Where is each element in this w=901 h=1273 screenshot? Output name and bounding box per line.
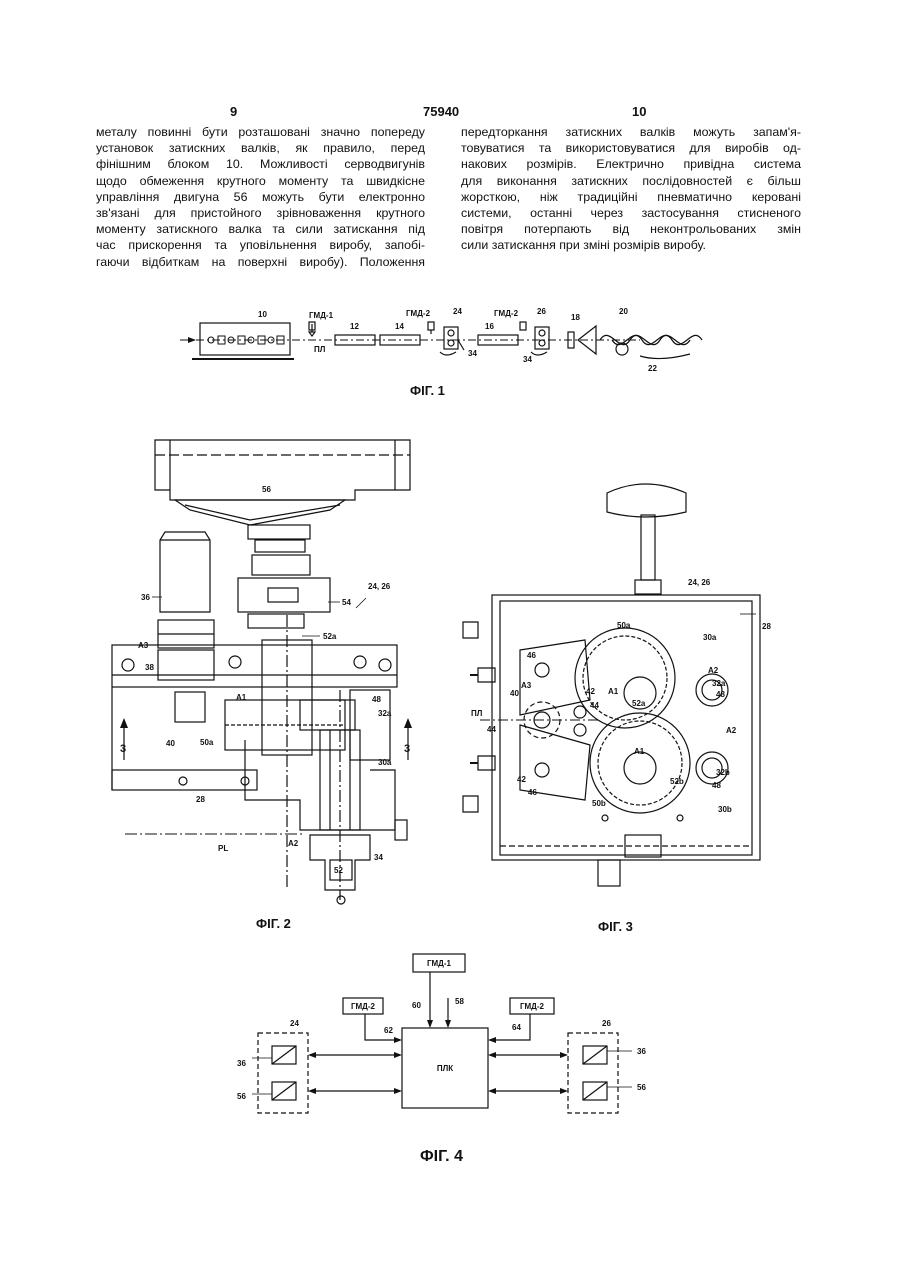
svg-text:32a: 32a xyxy=(378,709,392,718)
svg-text:22: 22 xyxy=(648,364,657,373)
svg-text:A2: A2 xyxy=(288,839,299,848)
fig2-drawing xyxy=(112,440,412,904)
svg-text:54: 54 xyxy=(342,598,351,607)
svg-text:ГМД-2: ГМД-2 xyxy=(406,309,431,318)
svg-text:42: 42 xyxy=(517,775,526,784)
fig2-caption: ФІГ. 2 xyxy=(256,916,291,931)
svg-text:14: 14 xyxy=(395,322,404,331)
svg-text:56: 56 xyxy=(637,1083,646,1092)
svg-text:ГМД-1: ГМД-1 xyxy=(309,311,334,320)
svg-text:36: 36 xyxy=(141,593,150,602)
svg-text:ПЛ: ПЛ xyxy=(471,709,483,718)
svg-text:24, 26: 24, 26 xyxy=(688,578,711,587)
svg-text:32b: 32b xyxy=(716,768,730,777)
svg-text:20: 20 xyxy=(619,307,628,316)
svg-text:30b: 30b xyxy=(718,805,732,814)
svg-text:28: 28 xyxy=(196,795,205,804)
svg-text:52: 52 xyxy=(334,866,343,875)
svg-text:26: 26 xyxy=(537,307,546,316)
svg-text:A2: A2 xyxy=(726,726,737,735)
svg-text:48: 48 xyxy=(712,781,721,790)
fig4-caption: ФІГ. 4 xyxy=(420,1148,463,1166)
svg-text:46: 46 xyxy=(528,788,537,797)
svg-text:ГМД-2: ГМД-2 xyxy=(494,309,519,318)
svg-text:A3: A3 xyxy=(138,641,149,650)
svg-text:24: 24 xyxy=(290,1019,299,1028)
svg-text:ГМД-2: ГМД-2 xyxy=(520,1002,545,1011)
svg-text:ПЛК: ПЛК xyxy=(437,1064,453,1073)
svg-text:34: 34 xyxy=(468,349,477,358)
svg-text:38: 38 xyxy=(145,663,154,672)
svg-text:56: 56 xyxy=(262,485,271,494)
svg-text:36: 36 xyxy=(237,1059,246,1068)
svg-text:16: 16 xyxy=(485,322,494,331)
svg-text:3: 3 xyxy=(404,743,410,755)
svg-text:26: 26 xyxy=(602,1019,611,1028)
svg-text:A1: A1 xyxy=(608,687,619,696)
svg-text:64: 64 xyxy=(512,1023,521,1032)
svg-text:58: 58 xyxy=(455,997,464,1006)
svg-text:52a: 52a xyxy=(632,699,646,708)
svg-text:46: 46 xyxy=(527,651,536,660)
svg-text:PL: PL xyxy=(218,844,228,853)
svg-text:48: 48 xyxy=(716,690,725,699)
svg-text:62: 62 xyxy=(384,1026,393,1035)
fig1-drawing xyxy=(180,322,702,359)
svg-text:3: 3 xyxy=(120,743,126,755)
fig4-labels: ГМД-1 ГМД-2 ГМД-2 60 58 62 64 24 26 ПЛК … xyxy=(237,959,646,1101)
svg-text:12: 12 xyxy=(350,322,359,331)
svg-text:50a: 50a xyxy=(200,738,214,747)
svg-text:34: 34 xyxy=(523,355,532,364)
svg-text:48: 48 xyxy=(372,695,381,704)
svg-text:18: 18 xyxy=(571,313,580,322)
svg-text:32a: 32a xyxy=(712,679,726,688)
svg-text:28: 28 xyxy=(762,622,771,631)
svg-text:A3: A3 xyxy=(521,681,532,690)
svg-text:10: 10 xyxy=(258,310,267,319)
svg-text:ПЛ: ПЛ xyxy=(314,345,326,354)
fig4-drawing xyxy=(252,954,632,1113)
svg-text:34: 34 xyxy=(374,853,383,862)
svg-text:52a: 52a xyxy=(323,632,337,641)
svg-text:50b: 50b xyxy=(592,799,606,808)
svg-text:30a: 30a xyxy=(703,633,717,642)
svg-text:50a: 50a xyxy=(617,621,631,630)
svg-text:A1: A1 xyxy=(236,693,247,702)
svg-text:60: 60 xyxy=(412,1001,421,1010)
svg-text:24: 24 xyxy=(453,307,462,316)
svg-text:A1: A1 xyxy=(634,747,645,756)
svg-text:36: 36 xyxy=(637,1047,646,1056)
svg-text:44: 44 xyxy=(487,725,496,734)
svg-text:A2: A2 xyxy=(708,666,719,675)
svg-text:52b: 52b xyxy=(670,777,684,786)
svg-text:ГМД-1: ГМД-1 xyxy=(427,959,452,968)
svg-text:40: 40 xyxy=(510,689,519,698)
svg-text:56: 56 xyxy=(237,1092,246,1101)
fig3-caption: ФІГ. 3 xyxy=(598,919,633,934)
svg-text:42: 42 xyxy=(586,687,595,696)
svg-text:44: 44 xyxy=(590,701,599,710)
svg-text:30a: 30a xyxy=(378,758,392,767)
svg-text:ГМД-2: ГМД-2 xyxy=(351,1002,376,1011)
fig1-caption: ФІГ. 1 xyxy=(410,383,445,398)
svg-text:24, 26: 24, 26 xyxy=(368,582,391,591)
svg-text:40: 40 xyxy=(166,739,175,748)
